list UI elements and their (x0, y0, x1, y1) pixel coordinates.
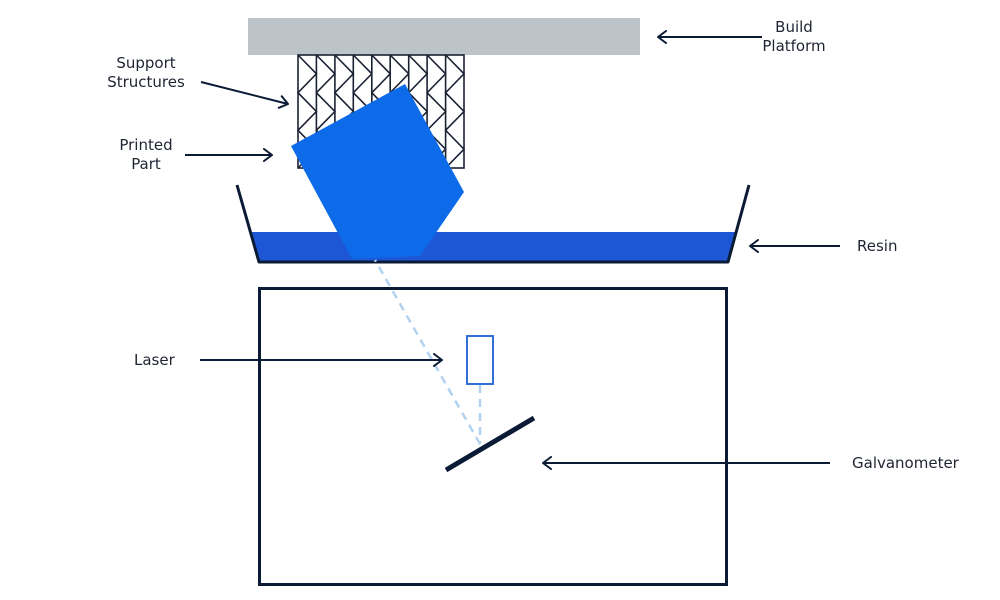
printed-part-label: Printed Part (112, 136, 180, 174)
resin (252, 232, 736, 262)
machine-body (258, 287, 728, 586)
build-platform-label-line-2: Platform (762, 37, 826, 55)
support-structures-label-line-1: Support (116, 54, 176, 72)
printed-part (291, 84, 464, 259)
build-platform-label-line-1: Build (775, 18, 813, 36)
support-structures-label: Support Structures (104, 54, 188, 92)
printed-part-label-line-2: Part (131, 155, 161, 173)
printed-part-label-line-1: Printed (119, 136, 173, 154)
build-platform-label: Build Platform (758, 18, 830, 56)
resin-vat (235, 184, 751, 264)
galvanometer-mirror (444, 415, 536, 473)
galvanometer-label: Galvanometer (852, 454, 959, 472)
support-structures-label-line-2: Structures (107, 73, 185, 91)
resin-label: Resin (857, 237, 898, 255)
build-platform (248, 18, 640, 55)
laser-beam (373, 259, 482, 445)
support-structures-arrow (200, 81, 289, 109)
laser-source (466, 335, 494, 385)
laser-label: Laser (134, 351, 175, 369)
